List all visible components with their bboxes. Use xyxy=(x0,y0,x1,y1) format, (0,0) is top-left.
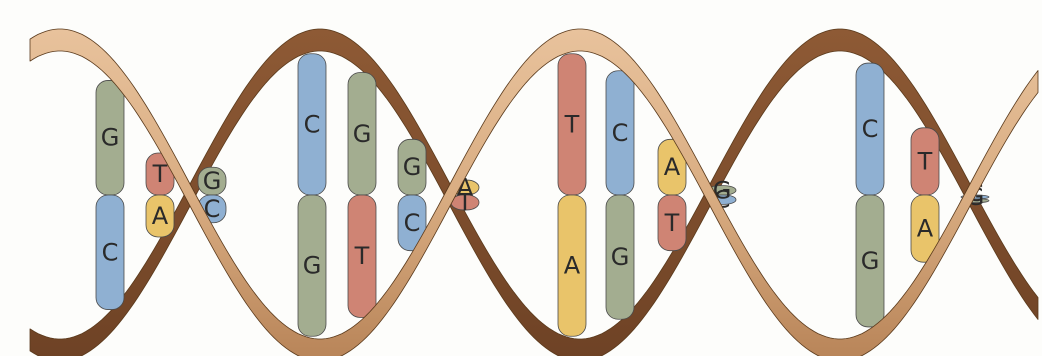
base-pair: CG xyxy=(606,71,634,319)
nucleotide-top-letter: G xyxy=(353,120,372,148)
back-backbone-path xyxy=(30,29,1038,356)
nucleotide-bottom-letter: C xyxy=(102,238,119,266)
nucleotide-bottom-letter: G xyxy=(861,247,880,275)
nucleotide-top-letter: C xyxy=(612,119,629,147)
front-backbone-ribbon xyxy=(30,29,1038,356)
nucleotide-bottom-letter: T xyxy=(354,242,370,270)
base-pair: GC xyxy=(96,80,124,309)
base-pair: CG xyxy=(298,54,326,337)
nucleotide-top-letter: G xyxy=(203,167,222,195)
nucleotide-bottom-letter: C xyxy=(404,209,421,237)
base-pair: AT xyxy=(658,139,686,250)
base-pair: TA xyxy=(911,128,939,262)
nucleotide-bottom-letter: A xyxy=(917,215,934,243)
nucleotide-bottom-letter: T xyxy=(457,188,473,216)
base-pair: GC xyxy=(398,139,426,250)
nucleotide-top-letter: G xyxy=(403,153,422,181)
base-pairs: GCTAGCCGGTGCATTACGATGCCGTAGC xyxy=(96,54,989,337)
nucleotide-top-letter: T xyxy=(152,160,168,188)
nucleotide-bottom-letter: G xyxy=(611,243,630,271)
back-backbone-ribbon xyxy=(30,29,1038,356)
nucleotide-bottom-letter: G xyxy=(303,252,322,280)
front-backbone-path xyxy=(30,29,1038,356)
base-pair: GT xyxy=(348,73,376,318)
nucleotide-bottom-letter: T xyxy=(664,209,680,237)
nucleotide-top-letter: A xyxy=(664,153,681,181)
base-pair: CG xyxy=(856,63,884,327)
nucleotide-top-letter: T xyxy=(564,110,580,138)
nucleotide-top-letter: G xyxy=(101,124,120,152)
nucleotide-top-letter: T xyxy=(917,147,933,175)
nucleotide-top-letter: C xyxy=(862,115,879,143)
nucleotide-bottom-letter: A xyxy=(564,252,581,280)
nucleotide-top-letter: C xyxy=(304,110,321,138)
base-pair: TA xyxy=(558,54,586,337)
nucleotide-bottom-letter: A xyxy=(152,202,169,230)
